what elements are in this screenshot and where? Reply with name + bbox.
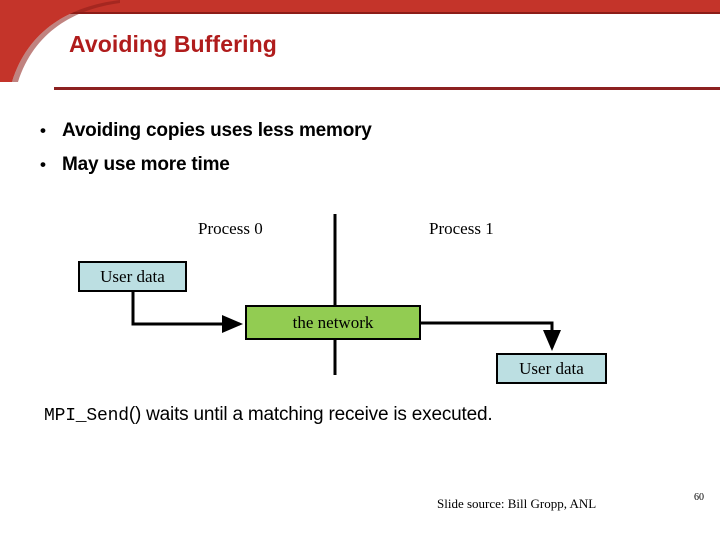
list-item: • Avoiding copies uses less memory [40,114,680,148]
page-number: 60 [694,492,704,503]
bullet-list: • Avoiding copies uses less memory • May… [40,114,680,182]
slide-source-note: Slide source: Bill Gropp, ANL [437,496,597,511]
page-title: Avoiding Buffering [69,31,277,57]
bullet-marker-icon: • [40,121,46,140]
caption-text: MPI_Send() waits until a matching receiv… [44,400,644,431]
user-data-box-left: User data [78,261,187,292]
edge-send-path [131,292,243,333]
caption-body-span: () waits until a matching receive is exe… [128,404,493,425]
network-box: the network [245,305,421,340]
process-1-label: Process 1 [429,219,494,238]
message-flow-diagram [0,200,720,400]
header-accent-band [0,0,720,14]
caption-code-span: MPI_Send [44,406,129,426]
bullet-text: May use more time [62,154,230,175]
process-0-label: Process 0 [198,219,263,238]
bullet-text: Avoiding copies uses less memory [62,120,372,141]
edge-recv-path [421,321,561,351]
user-data-box-right: User data [496,353,607,384]
bullet-marker-icon: • [40,155,46,174]
title-underline-rule [54,87,720,90]
header-swoosh-graphic [0,0,120,82]
list-item: • May use more time [40,148,680,182]
